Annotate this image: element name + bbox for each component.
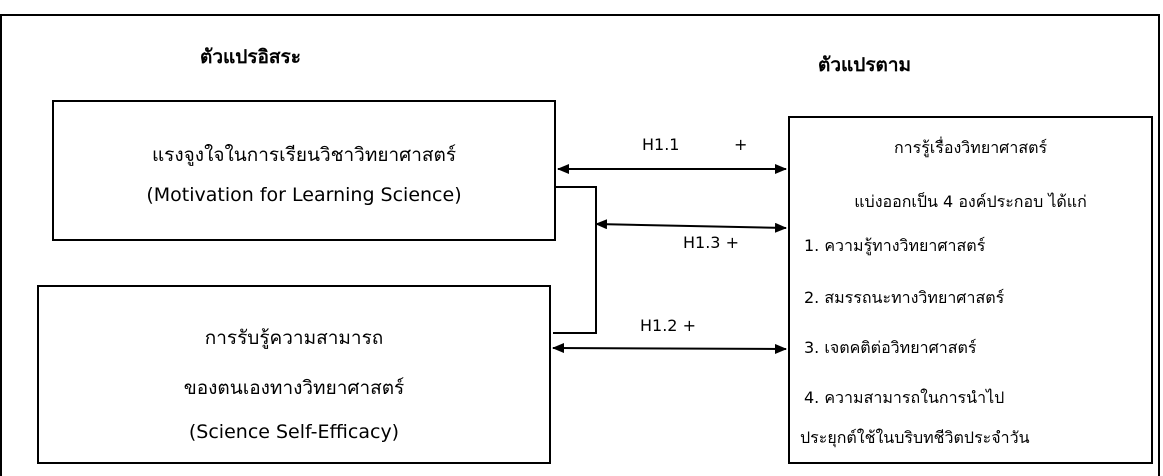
h1-1-sign: + [734, 135, 748, 154]
literacy-item-1: 1. ความรู้ทางวิทยาศาสตร์ [804, 236, 986, 255]
literacy-title: การรู้เรื่องวิทยาศาสตร์ [893, 138, 1048, 157]
self-efficacy-label-thai-1: การรับรู้ความสามารถ [204, 327, 384, 349]
literacy-item-4: 4. ความสามารถในการนำไป [804, 388, 1005, 407]
connector-combined [553, 186, 597, 334]
h1-3-label: H1.3 + [683, 233, 739, 252]
motivation-label-thai: แรงจูงใจในการเรียนวิชาวิทยาศาสตร์ [151, 144, 457, 166]
literacy-item-3: 3. เจตคติต่อวิทยาศาสตร์ [804, 338, 977, 357]
literacy-subtitle: แบ่งออกเป็น 4 องค์ประกอบ ได้แก่ [854, 192, 1087, 211]
h1-2-label: H1.2 + [640, 316, 696, 335]
self-efficacy-label-english: (Science Self-Efficacy) [188, 421, 400, 443]
motivation-label-english: (Motivation for Learning Science) [146, 184, 462, 206]
arrow-h1-3 [595, 219, 787, 233]
motivation-box: แรงจูงใจในการเรียนวิชาวิทยาศาสตร์ (Motiv… [52, 100, 556, 241]
arrow-h1-2 [552, 343, 787, 354]
independent-variable-heading: ตัวแปรอิสระ [200, 46, 301, 68]
self-efficacy-box: การรับรู้ความสามารถ ของตนเองทางวิทยาศาสต… [37, 285, 551, 464]
diagram-frame [0, 14, 1160, 476]
h1-1-label: H1.1 [642, 135, 680, 154]
dependent-variable-heading: ตัวแปรตาม [818, 54, 912, 76]
self-efficacy-label-thai-2: ของตนเองทางวิทยาศาสตร์ [183, 377, 405, 399]
literacy-item-4-continued: ประยุกต์ใช้ในบริบทชีวิตประจำวัน [800, 428, 1030, 447]
scientific-literacy-box: การรู้เรื่องวิทยาศาสตร์ แบ่งออกเป็น 4 อง… [788, 116, 1153, 464]
literacy-item-2: 2. สมรรถนะทางวิทยาศาสตร์ [804, 288, 1005, 307]
